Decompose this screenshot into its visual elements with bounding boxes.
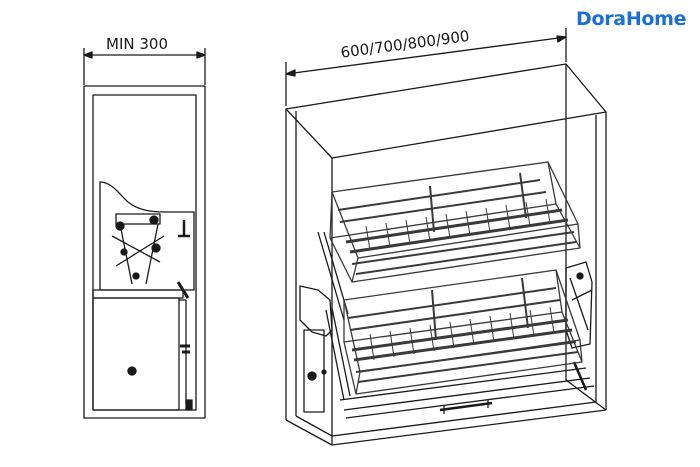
top-basket-tines [365,198,551,251]
side-view: MIN 300 [83,35,206,419]
side-dimension-line [83,48,206,85]
front-left-lift-arm [299,231,351,413]
side-cabinet [83,85,206,419]
drip-tray [339,367,595,419]
side-lower-box [92,289,193,411]
front-dimension-line [285,28,567,106]
bottom-dish-basket [343,269,583,395]
top-dish-basket [329,161,581,283]
side-bracket [99,181,195,299]
bottom-basket-tines [369,306,555,361]
front-right-lift-arm [565,261,593,391]
front-cabinet [285,63,607,446]
brand-logo: DoraHome [576,8,687,30]
front-dimension-label: 600/700/800/900 [340,27,471,62]
front-view: 600/700/800/900 [285,27,607,446]
side-dimension-label: MIN 300 [106,35,168,53]
